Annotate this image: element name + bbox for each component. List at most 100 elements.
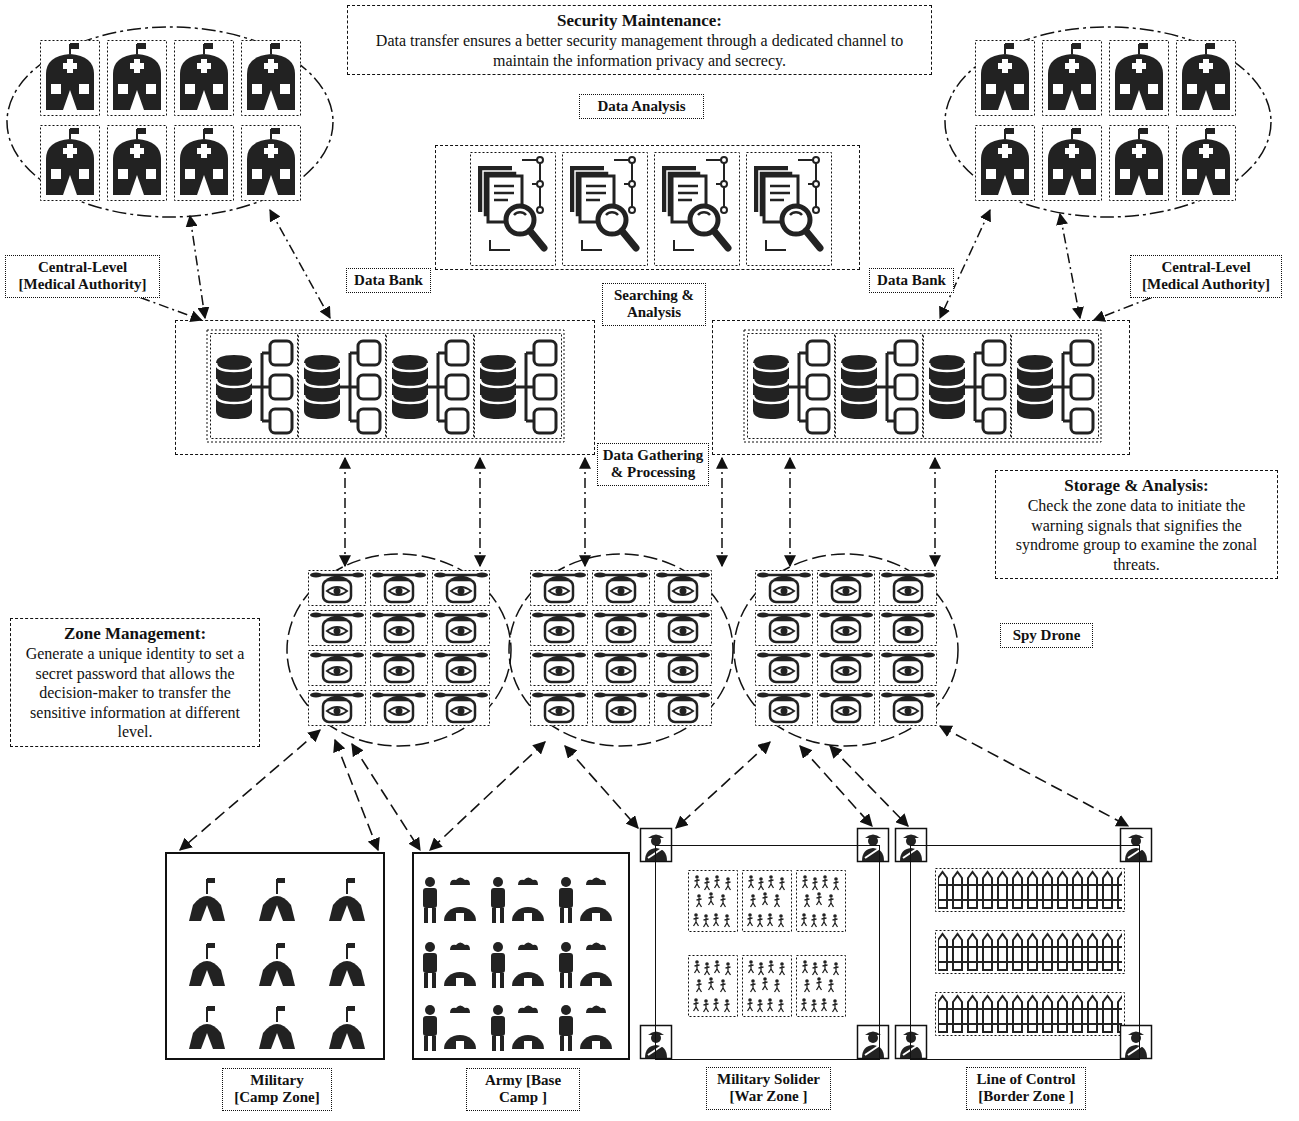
database-icons	[748, 334, 835, 439]
note-heading: Storage & Analysis:	[1004, 475, 1269, 496]
database-icons	[1012, 334, 1099, 439]
authority-box: Central-Level [Medical Authority]	[5, 255, 160, 298]
data-bank-panel: Data Bank	[712, 320, 1130, 455]
tent-icons	[259, 1006, 295, 1049]
box-label: Central-Level [Medical Authority]	[1134, 259, 1278, 294]
dashed-arrows	[352, 744, 420, 850]
war-icons	[743, 871, 792, 932]
tent-icons	[189, 878, 225, 921]
dashed-arrows	[800, 746, 872, 826]
analysis-icons	[471, 153, 832, 266]
tent-icons	[329, 878, 365, 921]
drone-cluster	[509, 554, 733, 746]
panel-label: Military [Camp Zone]	[222, 1068, 332, 1111]
guard-icons	[858, 1026, 889, 1059]
step-box: Searching & Analysis	[602, 283, 706, 326]
panel-label: Data Analysis	[579, 94, 704, 119]
tent-icons	[189, 878, 365, 1049]
drone-cluster	[287, 554, 958, 746]
dash-dot-arrows	[344, 458, 346, 566]
dash-dot-arrows	[934, 458, 936, 566]
zone-box: Military [Camp Zone]	[165, 852, 385, 1060]
soldier-icons	[423, 1005, 476, 1051]
soldier-icons	[491, 877, 544, 923]
hospital-cluster	[41, 126, 301, 201]
step-box: Data Gathering & Processing	[597, 443, 709, 486]
box-label: Searching & Analysis	[606, 287, 702, 322]
database-icons	[207, 330, 1101, 442]
fence-icons	[936, 931, 1125, 974]
box-label: Central-Level [Medical Authority]	[9, 259, 156, 294]
soldier-icons	[559, 1005, 612, 1051]
fence-icons	[936, 993, 1125, 1036]
dash-dot-arrows	[1060, 214, 1080, 318]
note-heading: Zone Management:	[19, 623, 251, 644]
war-icons	[797, 871, 846, 932]
database-icons	[475, 334, 562, 439]
dash-dot-arrows	[584, 458, 586, 566]
dashed-arrows	[676, 742, 770, 828]
hospital-cluster	[41, 41, 301, 116]
note-heading: Security Maintenance:	[356, 10, 923, 31]
war-icons	[743, 956, 792, 1017]
dashed-arrows	[940, 726, 1128, 826]
dash-dot-arrows	[270, 210, 330, 318]
soldier-icons	[423, 942, 476, 988]
data-bank-panel: Data Bank	[175, 320, 595, 455]
tent-icons	[259, 943, 295, 986]
database-icons	[299, 334, 386, 439]
analysis-panel: Data Analysis	[435, 145, 860, 270]
tent-icons	[189, 943, 225, 986]
soldier-icons	[559, 942, 612, 988]
soldier-icons	[423, 877, 612, 1051]
zone-box: Army [Base Camp ]	[412, 852, 630, 1060]
war-icons	[689, 956, 738, 1017]
guard-icons	[1121, 1026, 1152, 1059]
tent-icons	[329, 1006, 365, 1049]
hospital-cluster	[945, 27, 1271, 217]
dashed-arrows	[565, 746, 638, 828]
guard-icons	[641, 1026, 672, 1059]
hospital-cluster	[976, 41, 1236, 116]
war-icons	[689, 871, 738, 932]
panel-label: Army [Base Camp ]	[466, 1068, 580, 1111]
analysis-icons	[655, 153, 740, 266]
dashed-arrows	[430, 742, 545, 850]
tent-icons	[329, 943, 365, 986]
panel-label: Data Bank	[346, 268, 431, 293]
soldier-icons	[491, 942, 544, 988]
connector	[1094, 298, 1152, 321]
soldier-icons	[423, 877, 476, 923]
tent-icons	[259, 878, 295, 921]
note-body: Generate a unique identity to set a secr…	[19, 644, 251, 742]
note-box: Zone Management:Generate a unique identi…	[10, 618, 260, 747]
hospital-cluster	[945, 27, 1271, 217]
guard-icons	[641, 829, 1152, 1059]
note-box: Storage & Analysis:Check the zone data t…	[995, 470, 1278, 579]
analysis-icons	[563, 153, 648, 266]
dashed-arrows	[180, 726, 1128, 850]
dash-dot-arrows	[190, 210, 1080, 566]
database-icons	[744, 330, 1101, 442]
dash-dot-arrows	[940, 210, 990, 318]
zone-box: Line of Control [Border Zone ]	[910, 845, 1140, 1060]
database-icons	[211, 334, 298, 439]
fence-icons	[936, 869, 1125, 912]
fence-icons	[936, 869, 1125, 1036]
label-box: Spy Drone	[1000, 623, 1093, 648]
analysis-icons	[747, 153, 832, 266]
database-icons	[836, 334, 923, 439]
note-body: Check the zone data to initiate the warn…	[1004, 496, 1269, 574]
database-icons	[207, 330, 564, 442]
database-icons	[924, 334, 1011, 439]
dash-dot-arrows	[479, 458, 481, 566]
note-box: Security Maintenance:Data transfer ensur…	[347, 5, 932, 75]
dashed-arrows	[180, 730, 320, 850]
soldier-icons	[491, 1005, 544, 1051]
dashed-arrows	[335, 740, 378, 850]
dash-dot-arrows	[721, 458, 723, 566]
dash-dot-arrows	[789, 458, 791, 566]
hospital-cluster	[7, 27, 333, 217]
drone-cluster	[734, 554, 958, 746]
